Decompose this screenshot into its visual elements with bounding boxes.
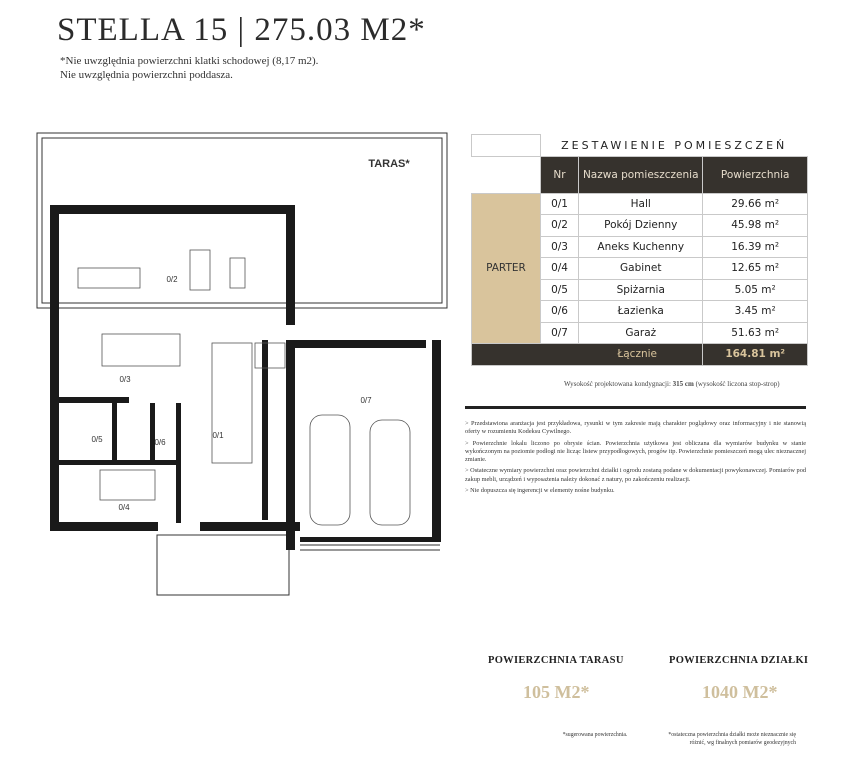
terrace-area-heading: POWIERZCHNIA TARASU <box>488 655 624 666</box>
row-name: Spiżarnia <box>578 278 704 301</box>
row-nr: 0/4 <box>539 257 580 280</box>
note: > Ostateczne wymiary powierzchni oraz po… <box>465 467 806 483</box>
col-nr: Nr <box>539 155 580 194</box>
disclaimer-notes: > Przedstawiona aranżacja jest przykłado… <box>465 420 806 498</box>
room-label: 0/6 <box>154 438 166 447</box>
plot-area-note: *ostateczna powierzchnia działki może ni… <box>668 732 796 746</box>
row-nr: 0/6 <box>539 300 580 323</box>
terrace-label: TARAS* <box>368 158 410 170</box>
divider <box>465 406 806 409</box>
row-name: Hall <box>578 192 704 215</box>
entrance-porch <box>156 534 290 596</box>
room-label: 0/5 <box>91 435 103 444</box>
note: > Przedstawiona aranżacja jest przykłado… <box>465 420 806 436</box>
note: > Powierzchnie lokalu liczono po obrysie… <box>465 439 806 464</box>
floor-plan-drawing: TARAS* 0/1 0/2 0/3 0/4 0/5 0/6 0/7 <box>36 132 448 596</box>
page-title: STELLA 15 | 275.03 M2* <box>57 12 426 48</box>
terrace-area-note: *sugerowana powierzchnia. <box>562 732 628 738</box>
row-nr: 0/7 <box>539 321 580 344</box>
col-name: Nazwa pomieszczenia <box>578 155 704 194</box>
plot-area-heading: POWIERZCHNIA DZIAŁKI <box>669 655 809 666</box>
attic-note: Nie uwzględnia powierzchni poddasza. <box>60 69 233 81</box>
row-area: 3.45 m² <box>702 300 808 323</box>
row-nr: 0/2 <box>539 214 580 237</box>
row-nr: 0/3 <box>539 235 580 258</box>
row-name: Garaż <box>578 321 704 344</box>
row-nr: 0/1 <box>539 192 580 215</box>
col-area: Powierzchnia <box>702 155 808 194</box>
row-name: Gabinet <box>578 257 704 280</box>
row-area: 12.65 m² <box>702 257 808 280</box>
room-label: 0/4 <box>118 503 130 512</box>
height-suffix: (wysokość liczona stop-strop) <box>693 380 780 388</box>
room-label: 0/2 <box>166 275 178 284</box>
terrace-outline <box>36 132 448 309</box>
terrace-area-value: 105 M2* <box>523 682 590 702</box>
row-name: Łazienka <box>578 300 704 323</box>
plot-area-value: 1040 M2* <box>702 682 778 702</box>
height-prefix: Wysokość projektowana kondygnacji: <box>564 380 673 388</box>
row-area: 16.39 m² <box>702 235 808 258</box>
floor-label: PARTER <box>471 192 541 344</box>
row-area: 45.98 m² <box>702 214 808 237</box>
row-area: 51.63 m² <box>702 321 808 344</box>
stairwell-note: *Nie uwzględnia powierzchni klatki schod… <box>60 55 319 67</box>
height-value: 315 cm <box>672 380 694 388</box>
room-label: 0/3 <box>119 375 131 384</box>
row-name: Pokój Dzienny <box>578 214 704 237</box>
room-label: 0/7 <box>360 396 372 405</box>
row-name: Aneks Kuchenny <box>578 235 704 258</box>
row-area: 29.66 m² <box>702 192 808 215</box>
furniture <box>77 249 411 526</box>
row-nr: 0/5 <box>539 278 580 301</box>
total-value: 164.81 m² <box>702 343 808 366</box>
row-area: 5.05 m² <box>702 278 808 301</box>
height-note: Wysokość projektowana kondygnacji: 315 c… <box>564 380 780 388</box>
table-title: ZESTAWIENIE POMIESZCZEŃ <box>561 138 788 152</box>
total-label: Łącznie <box>470 343 704 366</box>
walls <box>50 205 441 550</box>
room-label: 0/1 <box>212 431 224 440</box>
note: > Nie dopuszcza się ingerencji w element… <box>465 487 615 495</box>
